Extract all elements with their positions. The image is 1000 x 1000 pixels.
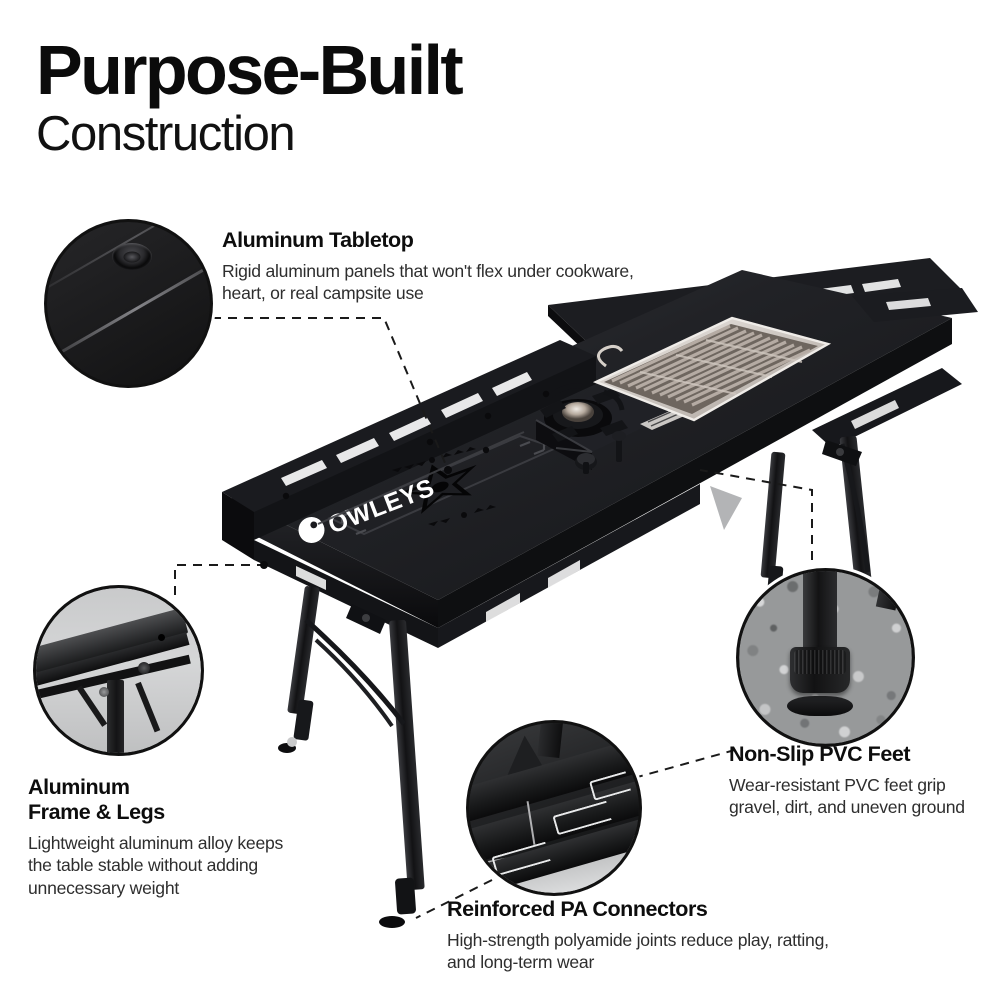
tabletop-rivets [282,390,550,500]
callout-title-frame-line1: Aluminum [28,775,130,799]
leader-pa-left [415,879,493,919]
detail-circle-frame-legs [36,588,201,753]
detail-circle-pa-connectors [469,723,639,893]
page-title: Purpose-Built Construction [36,31,464,161]
legs-front-left [278,586,425,928]
gas-burner [540,383,628,442]
title-subtitle: Construction [36,106,296,161]
right-end-rails [812,288,978,448]
callout-frame-legs: Aluminum Frame & Legs Lightweight alumin… [28,775,298,899]
callout-body-pvc-feet: Wear-resistant PVC feet grip gravel, dir… [729,774,965,818]
callout-title-frame-line2: Frame & Legs [28,799,165,824]
callout-body-frame-legs: Lightweight aluminum alloy keeps the tab… [28,832,284,898]
callout-title-tabletop: Aluminum Tabletop [222,228,414,252]
title-main: Purpose-Built [36,31,464,109]
grommet-icon [111,243,152,271]
leader-lines [174,317,813,919]
callout-pvc-feet: Non-Slip PVC Feet Wear-resistant PVC fee… [729,742,984,819]
callout-tabletop: Aluminum Tabletop Rigid aluminum panels … [222,228,652,305]
callout-title-pvc-feet: Non-Slip PVC Feet [729,742,911,766]
callout-title-pa-connectors: Reinforced PA Connectors [447,897,708,921]
leader-endpoints [260,466,452,569]
callout-body-pa-connectors: High-strength polyamide joints reduce pl… [447,929,829,973]
tabletop-seams [317,419,593,525]
grill-grate [592,316,832,422]
front-left-rail [222,340,596,560]
callout-body-tabletop: Rigid aluminum panels that won't flex un… [222,260,634,304]
gas-valve [612,431,626,462]
detail-circle-pvc-foot [739,571,912,744]
leader-pvc [699,469,813,560]
callout-title-frame-legs: Aluminum Frame & Legs [28,775,298,825]
burner-knob [575,453,597,474]
leader-pa-right [633,747,743,779]
detail-circle-tabletop [47,222,210,385]
callout-pa-connectors: Reinforced PA Connectors High-strength p… [447,897,847,974]
